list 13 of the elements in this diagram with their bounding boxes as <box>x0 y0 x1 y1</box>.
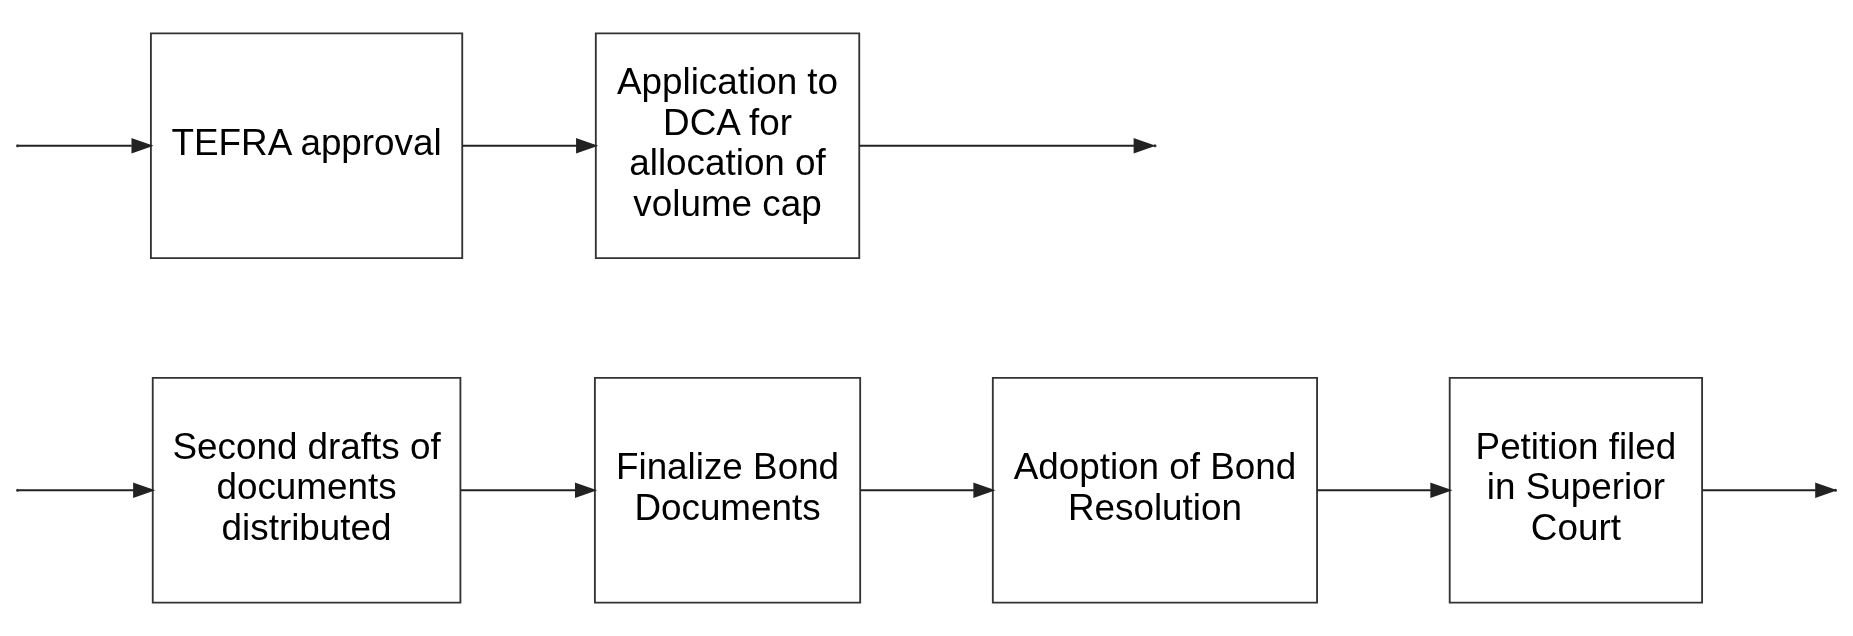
node-box: Application to DCA for allocation of volume cap <box>594 32 861 260</box>
node-box: Adoption of Bond Resolution <box>991 376 1318 604</box>
arrow <box>17 138 154 154</box>
node-box: Second drafts of documents distributed <box>151 376 462 604</box>
arrow <box>461 138 599 154</box>
arrow <box>858 138 1156 154</box>
node-box: TEFRA approval <box>150 32 464 260</box>
arrow <box>459 482 598 498</box>
arrow <box>17 482 156 498</box>
arrow <box>1316 482 1453 498</box>
node-box: Petition filed in Superior Court <box>1448 376 1703 604</box>
node-box: Finalize Bond Documents <box>593 376 862 604</box>
arrow <box>859 482 996 498</box>
